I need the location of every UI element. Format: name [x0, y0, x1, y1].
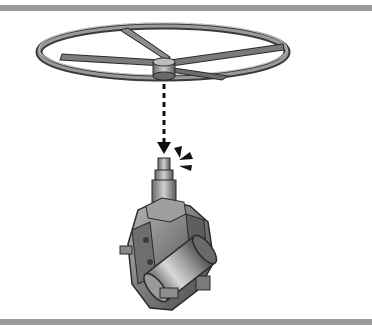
bottom-divider-bar: [0, 319, 372, 325]
click-indicator-icon: [174, 146, 193, 171]
shaft-icon: [152, 158, 176, 202]
attach-arrow-icon: [157, 84, 171, 154]
motor-assembly-icon: [120, 198, 221, 310]
propeller-icon: [39, 23, 287, 80]
